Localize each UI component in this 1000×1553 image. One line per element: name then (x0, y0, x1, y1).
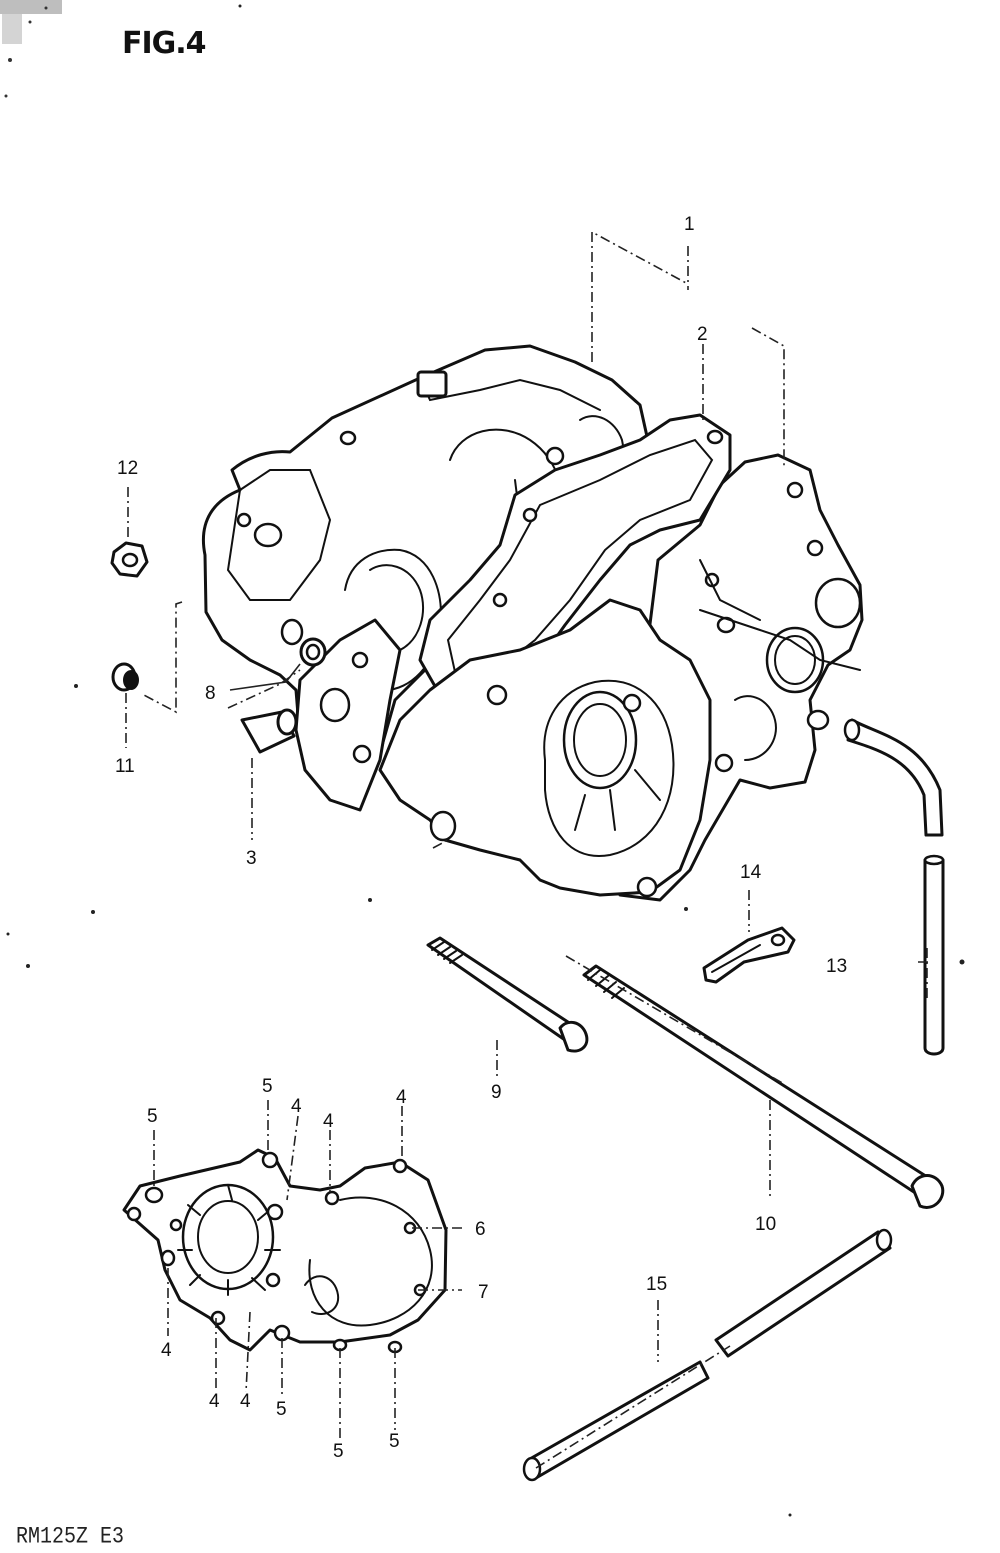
callout-10: 10 (755, 1214, 776, 1235)
breather-hose (843, 718, 945, 1056)
crankcase-front-housing (378, 598, 712, 898)
callout-labels: 1 2 12 8 11 3 14 13 9 5 5 4 4 4 6 7 10 1… (115, 214, 847, 1462)
callout-5-c: 5 (276, 1399, 287, 1420)
callout-7: 7 (478, 1282, 489, 1303)
scan-noise (0, 0, 62, 98)
o-ring (299, 637, 327, 667)
dowel-pin (240, 708, 298, 754)
callout-4-d: 4 (161, 1340, 172, 1361)
callout-13: 13 (826, 956, 847, 977)
callout-6: 6 (475, 1219, 486, 1240)
callout-4-a: 4 (291, 1096, 302, 1117)
figure-title: FIG.4 (122, 26, 207, 61)
callout-4-e: 4 (209, 1391, 220, 1412)
callout-4-c: 4 (396, 1087, 407, 1108)
callout-11: 11 (115, 756, 135, 777)
long-through-bolt (582, 964, 945, 1209)
callout-2: 2 (697, 324, 708, 345)
callout-3: 3 (246, 848, 257, 869)
callout-5-a: 5 (147, 1106, 158, 1127)
left-engine-cover (122, 1148, 448, 1354)
scan-dots (6, 4, 965, 1517)
crankcase-gasket (418, 413, 732, 702)
stud-bolt (426, 936, 589, 1053)
leader-lines (125, 230, 930, 1469)
callout-4-f: 4 (240, 1391, 251, 1412)
callout-15: 15 (646, 1274, 667, 1295)
callout-14: 14 (740, 862, 762, 883)
callout-12: 12 (117, 458, 138, 479)
callout-5-d: 5 (333, 1441, 344, 1462)
drain-pipe (522, 1228, 893, 1482)
washer (111, 662, 139, 692)
hose-clamp (702, 926, 796, 984)
callout-5-e: 5 (389, 1431, 400, 1452)
callout-4-b: 4 (323, 1111, 334, 1132)
callout-8: 8 (205, 683, 216, 704)
nut (110, 541, 149, 578)
callout-5-b: 5 (262, 1076, 273, 1097)
callout-1: 1 (684, 214, 695, 235)
callout-9: 9 (491, 1082, 502, 1103)
model-code: RM125Z E3 (16, 1524, 125, 1551)
crankcase-inner-plate (294, 618, 402, 812)
